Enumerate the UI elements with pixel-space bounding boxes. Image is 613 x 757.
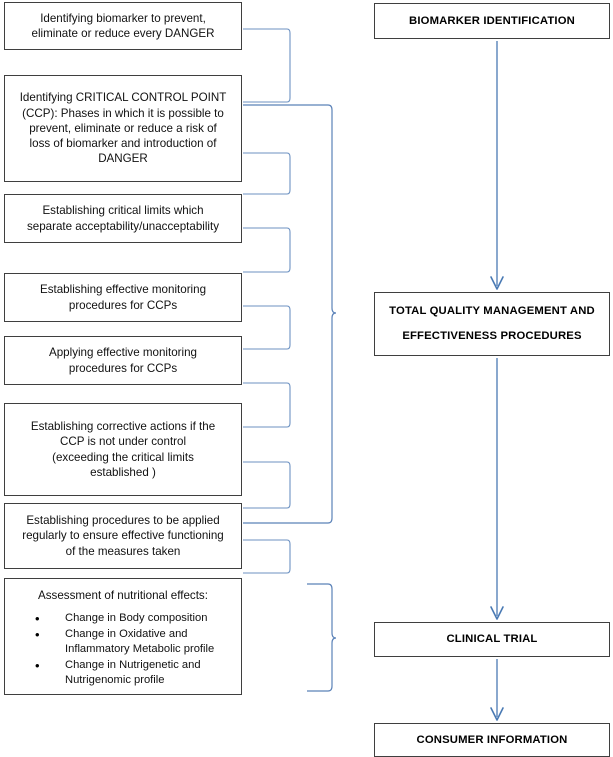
step-line: procedures for CCPs xyxy=(68,361,178,375)
outcome-box-clinical-trial: CLINICAL TRIAL xyxy=(374,622,610,657)
bracket-apply-monitoring xyxy=(243,382,291,428)
step-box-apply-monitoring: Applying effective monitoring procedures… xyxy=(4,336,242,385)
step-box-identify-biomarker: Identifying biomarker to prevent, elimin… xyxy=(4,2,242,50)
step-line: loss of biomarker and introduction of xyxy=(29,137,217,151)
step-box-critical-limits: Establishing critical limits which separ… xyxy=(4,194,242,243)
arrow-head-tqm-to-clinical-trial xyxy=(490,606,504,620)
brace-steps-to-tqm xyxy=(243,104,337,524)
step-line: eliminate or reduce every DANGER xyxy=(31,27,215,40)
bracket-establish-monitoring xyxy=(243,305,291,350)
step-line: CCP is not under control xyxy=(59,435,187,449)
outcome-line: CONSUMER INFORMATION xyxy=(416,733,568,746)
bracket-critical-limits xyxy=(243,227,291,273)
outcome-box-total-quality-management: TOTAL QUALITY MANAGEMENT AND EFFECTIVENE… xyxy=(374,292,610,356)
assessment-of-nutritional-effects-box: Assessment of nutritional effects: Chang… xyxy=(4,578,242,695)
list-item: Change in Nutrigenetic and Nutrigenomic … xyxy=(35,657,233,688)
outcome-line: TOTAL QUALITY MANAGEMENT AND xyxy=(389,305,595,318)
step-line: (exceeding the critical limits xyxy=(52,450,194,464)
step-box-corrective-actions: Establishing corrective actions if the C… xyxy=(4,403,242,496)
step-line: (CCP): Phases in which it is possible to xyxy=(22,106,224,120)
outcome-line: CLINICAL TRIAL xyxy=(446,633,538,646)
step-line: Identifying biomarker to prevent, xyxy=(40,11,206,25)
list-item: Change in Body composition xyxy=(35,610,233,627)
step-line: Establishing critical limits which xyxy=(42,204,204,218)
step-line: established ) xyxy=(90,465,156,479)
outcome-line: BIOMARKER IDENTIFICATION xyxy=(409,14,575,27)
step-line: Applying effective monitoring xyxy=(48,346,197,360)
bracket-corrective-actions xyxy=(243,461,291,509)
outcome-line: EFFECTIVENESS PROCEDURES xyxy=(402,330,582,342)
bracket-identify-biomarker xyxy=(243,28,291,103)
step-line: of the measures taken xyxy=(65,544,181,558)
step-line: prevent, eliminate or reduce a risk of xyxy=(29,121,217,135)
outcome-box-consumer-information: CONSUMER INFORMATION xyxy=(374,723,610,757)
list-item: Change in Oxidative and Inflammatory Met… xyxy=(35,626,233,657)
brace-assessment-to-clinical-trial xyxy=(307,583,337,692)
step-line: Establishing corrective actions if the xyxy=(30,419,216,433)
step-box-identify-ccp: Identifying CRITICAL CONTROL POINT (CCP)… xyxy=(4,75,242,182)
outcome-box-biomarker-identification: BIOMARKER IDENTIFICATION xyxy=(374,3,610,39)
step-line: Establishing procedures to be applied xyxy=(26,514,220,528)
bracket-verification xyxy=(243,539,291,574)
assessment-bullet-list: Change in Body composition Change in Oxi… xyxy=(13,610,233,688)
step-line: separate acceptability/unacceptability xyxy=(26,219,220,233)
step-line: Identifying CRITICAL CONTROL POINT xyxy=(19,91,227,105)
assessment-title: Assessment of nutritional effects: xyxy=(38,589,208,602)
bracket-identify-ccp xyxy=(243,152,291,195)
step-line: Establishing effective monitoring xyxy=(39,283,207,297)
step-line: regularly to ensure effective functionin… xyxy=(22,529,224,543)
step-box-verification-procedures: Establishing procedures to be applied re… xyxy=(4,503,242,569)
arrow-head-clinical-trial-to-consumer xyxy=(490,707,504,721)
step-line: DANGER xyxy=(98,152,148,166)
step-line: procedures for CCPs xyxy=(68,298,178,312)
step-box-establish-monitoring: Establishing effective monitoring proced… xyxy=(4,273,242,322)
arrow-head-identification-to-tqm xyxy=(490,276,504,290)
